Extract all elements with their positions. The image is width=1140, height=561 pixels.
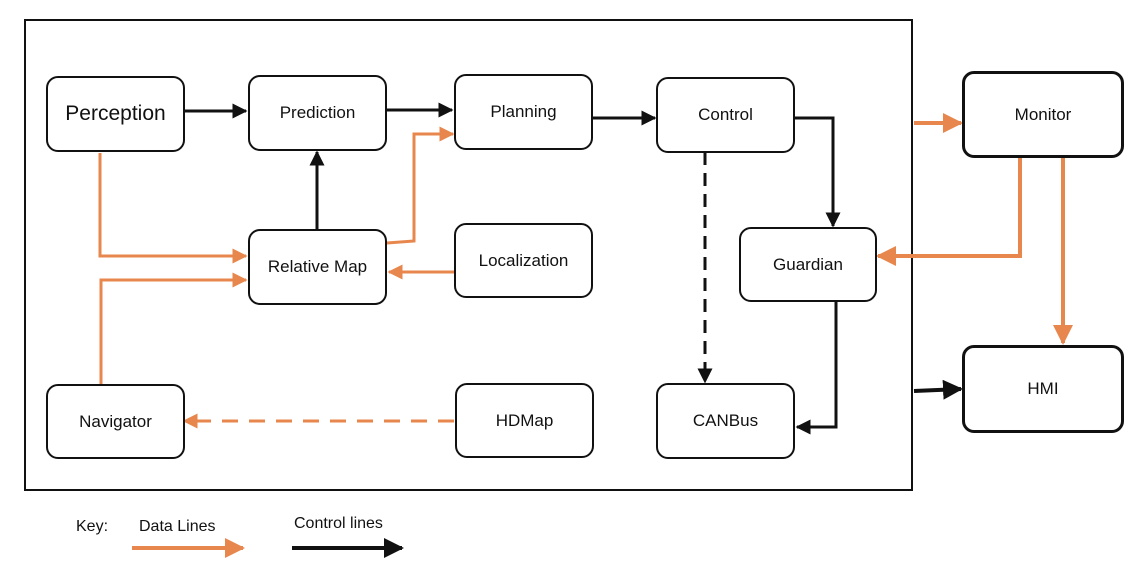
guardian-node: Guardian [739, 227, 877, 302]
planning-node: Planning [454, 74, 593, 150]
perception-node: Perception [46, 76, 185, 152]
navigator-to-relative-map-arrow [99, 272, 248, 384]
key-control-lines-label: Control lines [294, 515, 383, 532]
relative-map-node: Relative Map [248, 229, 387, 305]
hdmap-node: HDMap [455, 383, 594, 458]
navigator-node: Navigator [46, 384, 185, 459]
guardian-to-canbus-arrow [795, 302, 838, 435]
perception-to-relative-map-arrow [98, 153, 248, 264]
monitor-to-guardian-arrow [876, 157, 1022, 266]
key-title: Key: [76, 518, 109, 535]
monitor-node: Monitor [962, 71, 1124, 158]
control-to-guardian-arrow [795, 116, 841, 228]
canbus-node: CANBus [656, 383, 795, 459]
key-data-lines-label: Data Lines [139, 518, 216, 535]
prediction-node: Prediction [248, 75, 387, 151]
control-node: Control [656, 77, 795, 153]
localization-node: Localization [454, 223, 593, 298]
relative-map-to-planning-arrow [386, 126, 455, 245]
system-to-hmi-arrow [913, 379, 963, 400]
hmi-node: HMI [962, 345, 1124, 433]
